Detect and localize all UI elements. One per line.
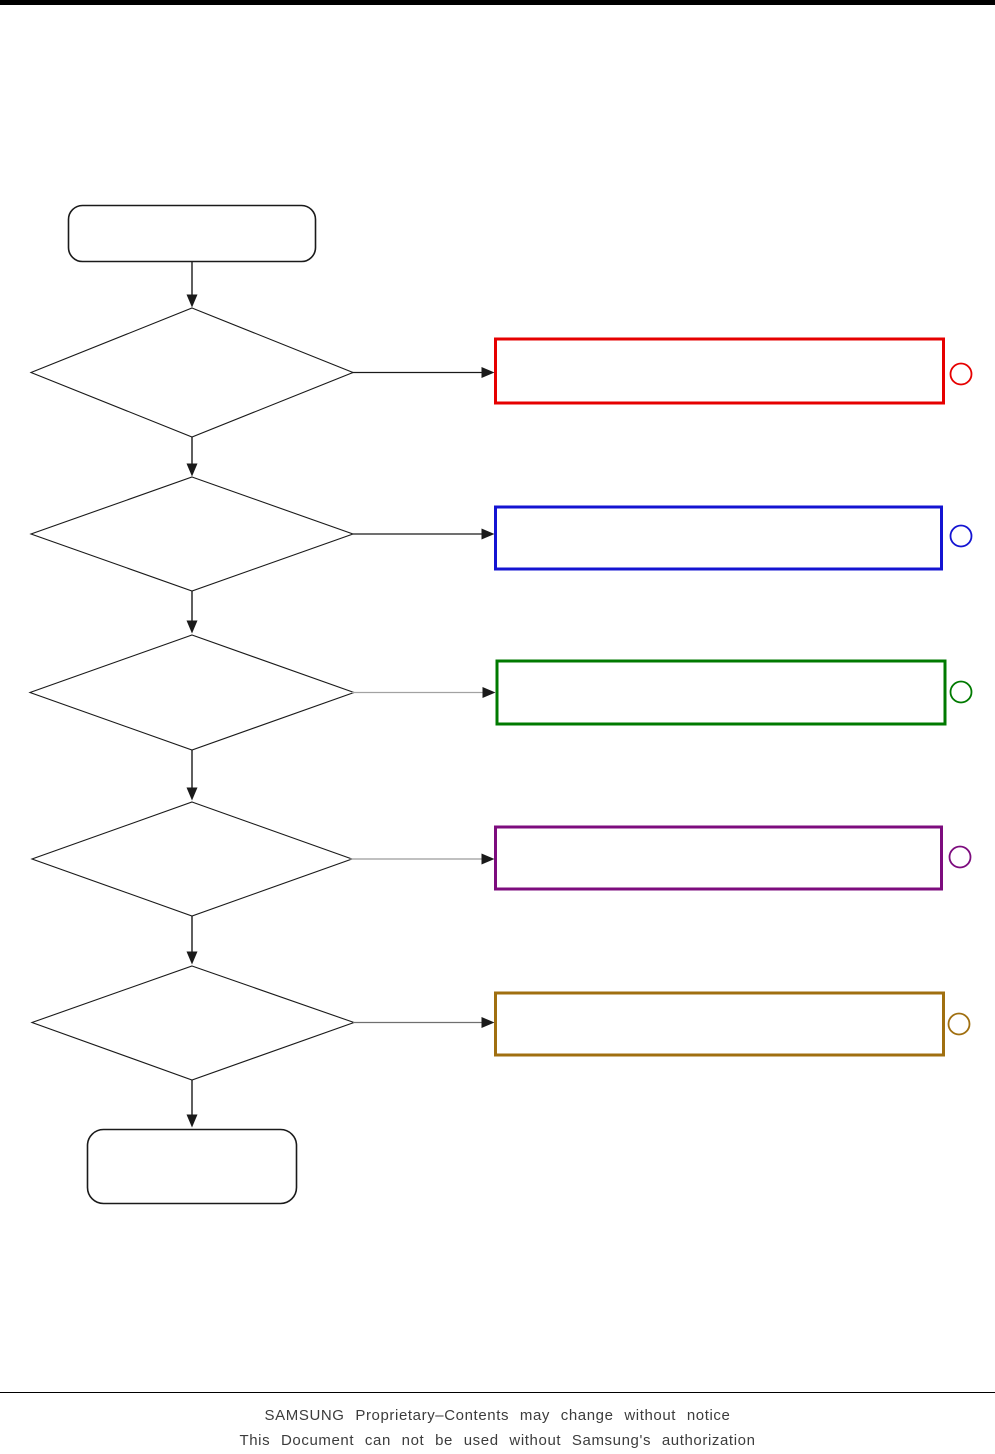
flow-arrow-2 — [186, 437, 198, 477]
branch-marker-circle-3 — [949, 680, 973, 704]
result-box-3 — [495, 659, 947, 726]
start-node — [67, 204, 317, 263]
branch-connector-5 — [353, 1017, 495, 1028]
result-box-1 — [494, 337, 945, 405]
flow-arrow-4 — [186, 750, 198, 801]
branch-connector-3 — [352, 687, 496, 698]
decision-diamond-5 — [30, 965, 356, 1081]
result-box-2 — [494, 505, 943, 571]
result-box-5 — [494, 991, 945, 1057]
flow-arrow-3 — [186, 591, 198, 634]
footer-rule — [0, 1392, 995, 1393]
branch-connector-4 — [350, 853, 495, 865]
decision-diamond-2 — [29, 476, 355, 592]
branch-marker-circle-4 — [948, 845, 972, 869]
branch-marker-circle-5 — [947, 1012, 971, 1036]
branch-marker-circle-2 — [949, 524, 973, 548]
result-box-4 — [494, 825, 943, 891]
flowchart-canvas — [28, 204, 973, 1205]
flow-arrow-6 — [186, 1080, 198, 1128]
flow-arrow-5 — [186, 916, 198, 965]
end-node — [86, 1128, 298, 1205]
flow-arrow-1 — [186, 262, 198, 308]
decision-diamond-3 — [28, 634, 356, 751]
branch-connector-1 — [352, 367, 495, 378]
decision-diamond-1 — [29, 307, 355, 438]
decision-diamond-4 — [30, 801, 354, 917]
branch-marker-circle-1 — [949, 362, 973, 386]
top-border-bar — [0, 0, 995, 5]
branch-connector-2 — [353, 528, 495, 540]
footer-line-1: SAMSUNG Proprietary–Contents may change … — [264, 1407, 731, 1424]
footer-line-2: This Document can not be used without Sa… — [239, 1432, 756, 1449]
